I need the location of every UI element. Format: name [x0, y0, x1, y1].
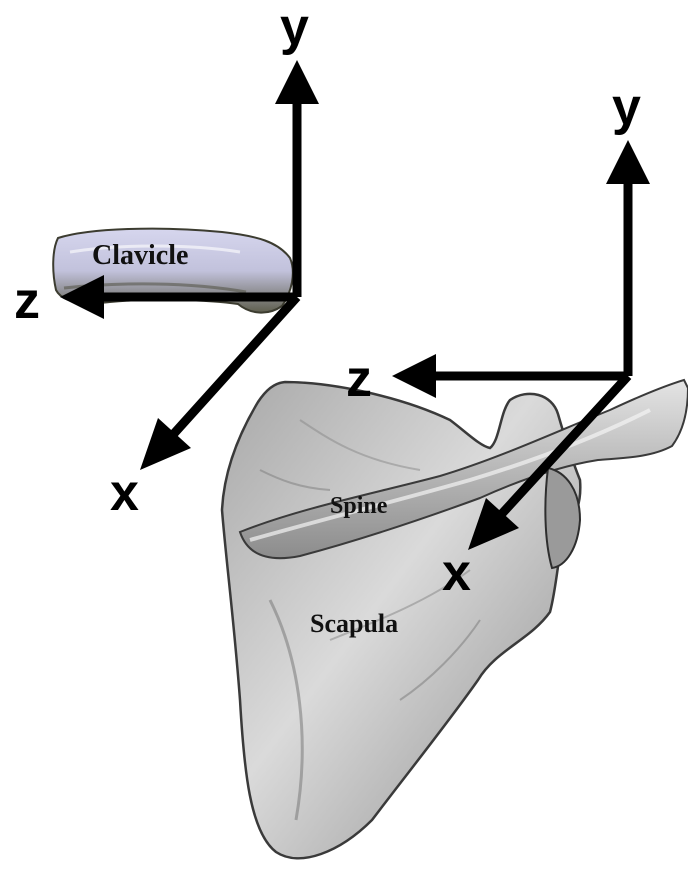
scapula-z-label: z: [346, 350, 372, 408]
clavicle-x-label: x: [110, 464, 139, 522]
scapula-bone: [222, 380, 688, 858]
scapula-z-arrowhead: [392, 354, 436, 398]
clavicle-z-label: z: [14, 272, 40, 330]
spine-label: Spine: [330, 493, 388, 519]
scapula-x-label: x: [442, 544, 471, 602]
clavicle-label: Clavicle: [92, 240, 188, 271]
scapula-y-arrowhead: [606, 140, 650, 184]
clavicle-y-arrowhead: [275, 60, 319, 104]
clavicle-y-label: y: [280, 0, 309, 56]
scapula-label: Scapula: [310, 609, 398, 638]
scapula-y-label: y: [612, 78, 641, 136]
